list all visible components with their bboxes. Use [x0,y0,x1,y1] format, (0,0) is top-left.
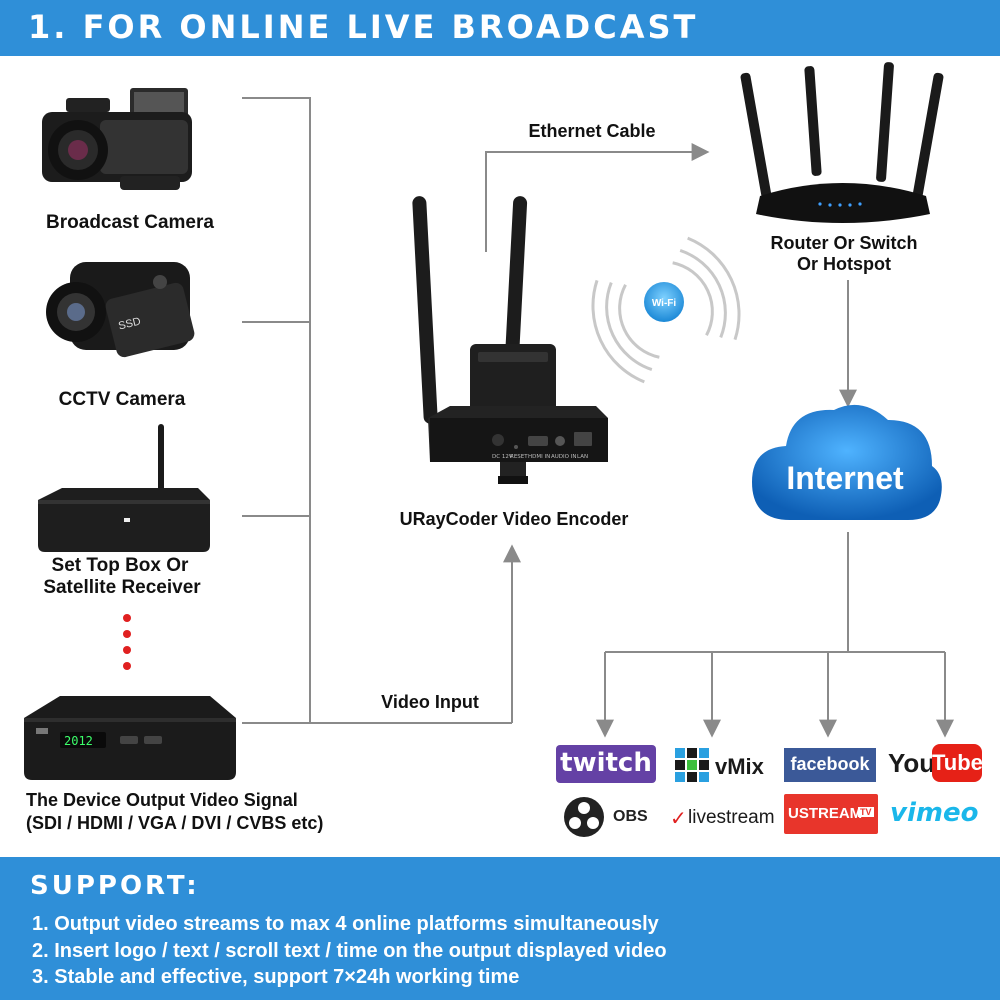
ethernet-cable-label: Ethernet Cable [512,121,672,142]
more-devices-dots [123,614,131,670]
encoder-label: URayCoder Video Encoder [380,509,648,530]
video-encoder-device: DC 12V RESET HDMI IN AUDIO IN LAN [412,196,608,484]
diagram-canvas: SSD 2012 [0,0,1000,860]
support-item-1: 1. Output video streams to max 4 online … [32,913,659,936]
support-item-3: 3. Stable and effective, support 7×24h w… [32,966,519,989]
vmix-logo-text: vMix [715,754,764,780]
port-label-lan: LAN [577,454,588,460]
facebook-logo-text: facebook [784,754,876,775]
internet-label: Internet [762,460,928,497]
support-item-2: 2. Insert logo / text / scroll text / ti… [32,940,667,963]
ustream-logo: USTREAM TV [784,794,878,834]
ustream-logo-tv: TV [858,807,874,817]
vimeo-logo: vimeo [890,798,980,832]
livestream-logo-text: livestream [688,807,775,829]
device-output-label-line2: (SDI / HDMI / VGA / DVI / CVBS etc) [26,813,323,834]
livestream-logo: ✓ livestream [670,804,780,834]
obs-icon [563,796,605,838]
ustream-logo-text: USTREAM [788,805,862,822]
support-section: SUPPORT: 1. Output video streams to max … [0,857,1000,1000]
receiver-display-readout: 2012 [64,734,93,748]
youtube-logo: You Tube [888,744,982,784]
router-label-line1: Router Or Switch [752,233,936,254]
port-label-hdmi: HDMI IN [528,454,550,460]
wifi-icon: Wi-Fi [577,229,755,391]
set-top-box-label-line2: Satellite Receiver [12,577,232,599]
device-output-label-line1: The Device Output Video Signal [26,790,298,811]
receiver-device-icon: 2012 [24,696,236,780]
cctv-camera-icon: SSD [46,262,196,359]
video-input-label: Video Input [360,692,500,713]
obs-logo: OBS [563,796,663,838]
set-top-box-icon [38,424,210,552]
platform-distribution-lines [605,532,945,734]
router-icon [740,62,944,223]
facebook-logo: facebook [784,748,876,782]
vmix-grid-icon [675,748,711,784]
twitch-logo: twitch [556,745,656,783]
support-title: SUPPORT: [30,871,200,901]
livestream-mark-icon: ✓ [670,806,687,831]
youtube-logo-you: You [888,748,935,779]
broadcast-camera-icon [42,88,192,190]
wifi-label: Wi-Fi [652,298,677,309]
broadcast-camera-label: Broadcast Camera [20,212,240,234]
twitch-logo-text: twitch [556,748,656,778]
router-label-line2: Or Hotspot [752,254,936,275]
cctv-camera-label: CCTV Camera [12,389,232,411]
set-top-box-label-line1: Set Top Box Or [10,555,230,577]
vimeo-logo-text: vimeo [890,798,978,828]
vmix-logo: vMix [675,748,775,784]
obs-logo-text: OBS [613,808,648,826]
port-label-audio: AUDIO IN [551,454,576,460]
youtube-logo-tube: Tube [932,744,982,782]
port-label-reset: RESET [510,454,528,460]
